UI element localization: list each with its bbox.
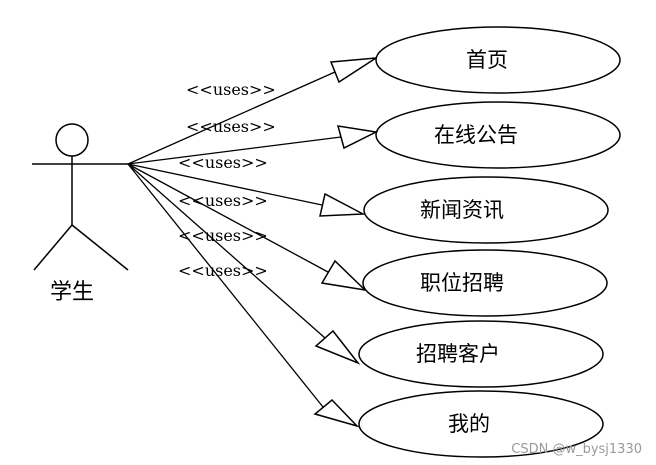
actor-label: 学生 xyxy=(50,280,94,305)
use-case-label-news: 新闻资讯 xyxy=(420,198,504,222)
use-case-label-mine: 我的 xyxy=(448,412,490,436)
uses-line-news xyxy=(127,163,323,206)
watermark: CSDN @w_bysj1330 xyxy=(511,442,642,457)
uses-label-clients: <<uses>> xyxy=(178,226,268,245)
uses-line-jobs xyxy=(127,163,329,273)
uses-label-mine: <<uses>> xyxy=(178,261,268,280)
uses-label-jobs: <<uses>> xyxy=(178,191,268,210)
actor-left-leg xyxy=(33,224,73,271)
uses-arrowhead-home xyxy=(329,57,377,84)
uses-label-news: <<uses>> xyxy=(178,153,268,172)
uses-arrowhead-announcements xyxy=(336,125,379,150)
actor-head xyxy=(55,123,89,157)
uses-arrowhead-jobs xyxy=(320,259,368,292)
uses-label-home: <<uses>> xyxy=(186,80,276,99)
use-case-label-announcements: 在线公告 xyxy=(434,123,518,147)
uses-label-announcements: <<uses>> xyxy=(186,117,276,136)
actor-student xyxy=(32,123,129,271)
uses-arrowhead-clients xyxy=(314,329,361,365)
use-case-ellipse-announcements xyxy=(375,101,621,169)
use-case-ellipse-news xyxy=(363,176,609,244)
use-case-ellipse-home xyxy=(375,26,621,94)
uses-line-home xyxy=(127,71,336,165)
uses-line-mine xyxy=(127,163,324,408)
uses-arrowhead-news xyxy=(319,192,366,217)
uses-line-announcements xyxy=(127,136,342,165)
uses-arrowhead-mine xyxy=(313,398,360,428)
use-case-ellipse-clients xyxy=(358,320,604,388)
use-case-label-home: 首页 xyxy=(466,48,508,72)
uses-line-clients xyxy=(127,163,326,339)
use-case-ellipse-jobs xyxy=(362,249,608,317)
use-case-label-clients: 招聘客户 xyxy=(416,342,500,366)
actor-right-leg xyxy=(71,224,129,271)
use-case-label-jobs: 职位招聘 xyxy=(420,271,504,295)
use-case-ellipse-mine xyxy=(358,390,604,458)
